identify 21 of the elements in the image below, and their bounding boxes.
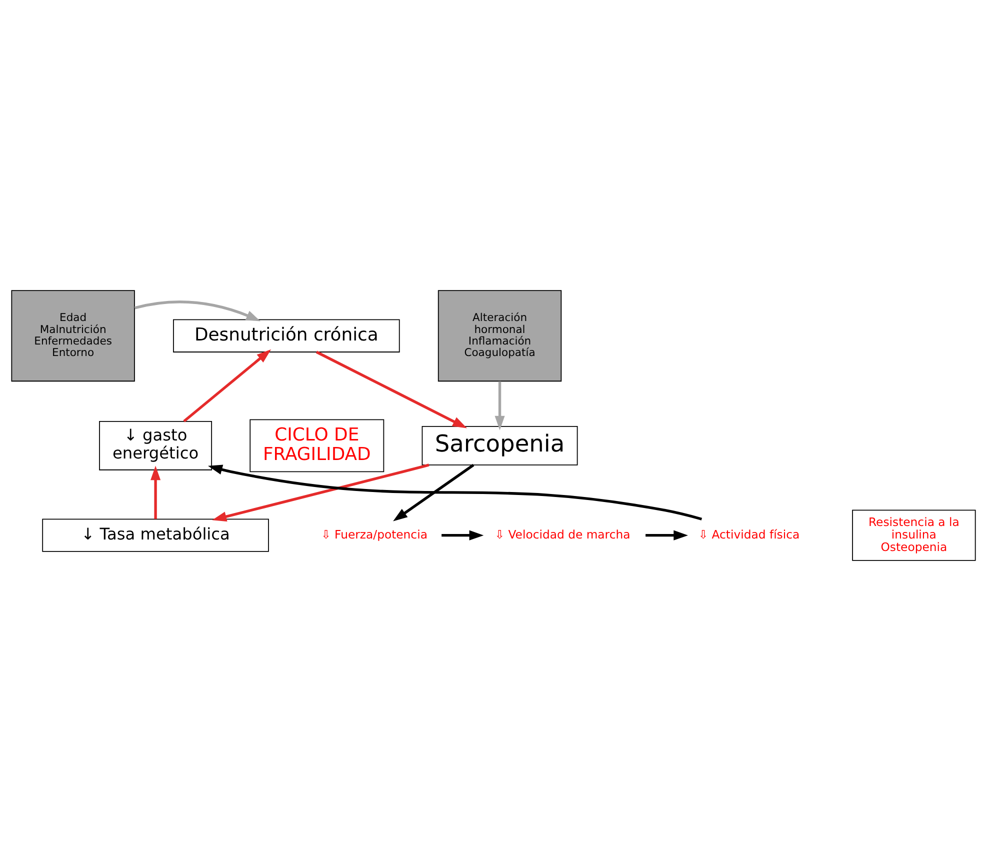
arrow <box>442 530 484 540</box>
arrow <box>494 380 505 430</box>
node-box: ↓ Tasa metabólica <box>42 518 269 552</box>
arrow <box>212 463 430 522</box>
arrow <box>150 465 161 519</box>
node-text: ⇩ Velocidad de marcha <box>494 526 630 541</box>
arrow <box>134 300 261 321</box>
node-box: Alteración hormonal Inflamación Coagulopatía <box>438 290 562 382</box>
arrow <box>393 463 474 521</box>
node-box: ↓ gasto energético <box>99 420 212 470</box>
node-text: ⇩ Fuerza/potencia <box>321 526 428 541</box>
arrow <box>183 348 272 422</box>
node-box: Resistencia a la insulina Osteopenia <box>852 509 976 560</box>
node-box: Sarcopenia <box>422 425 578 465</box>
arrow <box>646 530 688 540</box>
node-box: Edad Malnutrición Enfermedades Entorno <box>11 290 135 382</box>
arrow <box>208 464 702 520</box>
node-box: CICLO DE FRAGILIDAD <box>250 418 384 472</box>
node-box: Desnutrición crónica <box>173 318 400 352</box>
node-text: ⇩ Actividad física <box>698 526 800 541</box>
arrow <box>316 350 468 428</box>
